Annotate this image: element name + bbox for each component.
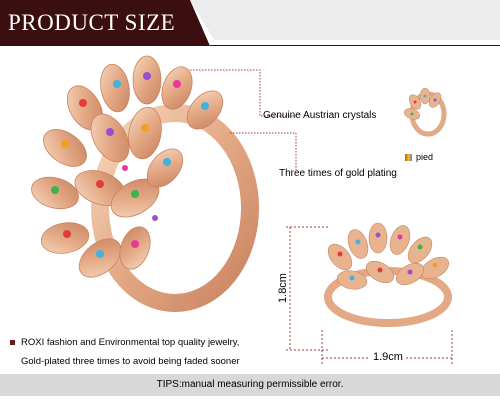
- color-option-label: pied: [416, 152, 434, 162]
- product-size-banner: PRODUCT SIZE: [0, 0, 500, 46]
- info-line-text: ROXI fashion and Environmental top quali…: [21, 337, 240, 348]
- product-info: ROXI fashion and Environmental top quali…: [10, 333, 240, 371]
- tips-bar: TIPS:manual measuring permissible error.: [0, 374, 500, 396]
- bullet-icon: [10, 339, 15, 345]
- page-title: PRODUCT SIZE: [8, 10, 176, 35]
- plating-callout: Three times of gold plating: [279, 168, 397, 179]
- height-dimension-label: 1.8cm: [276, 273, 289, 303]
- info-line-text: Gold-plated three times to avoid being f…: [21, 356, 240, 367]
- info-line: ROXI fashion and Environmental top quali…: [10, 333, 240, 352]
- info-line: Gold-plated three times to avoid being f…: [10, 352, 240, 371]
- ring-side-image: [324, 222, 452, 327]
- banner-background: [0, 0, 500, 46]
- ring-product-image: [31, 55, 259, 312]
- ring-thumbnail-image: [404, 87, 447, 137]
- pied-color-swatch-icon: [405, 154, 412, 162]
- width-dimension-label: 1.9cm: [370, 351, 406, 363]
- color-option[interactable]: pied: [405, 152, 433, 162]
- crystals-callout: Genuine Austrian crystals: [263, 110, 377, 121]
